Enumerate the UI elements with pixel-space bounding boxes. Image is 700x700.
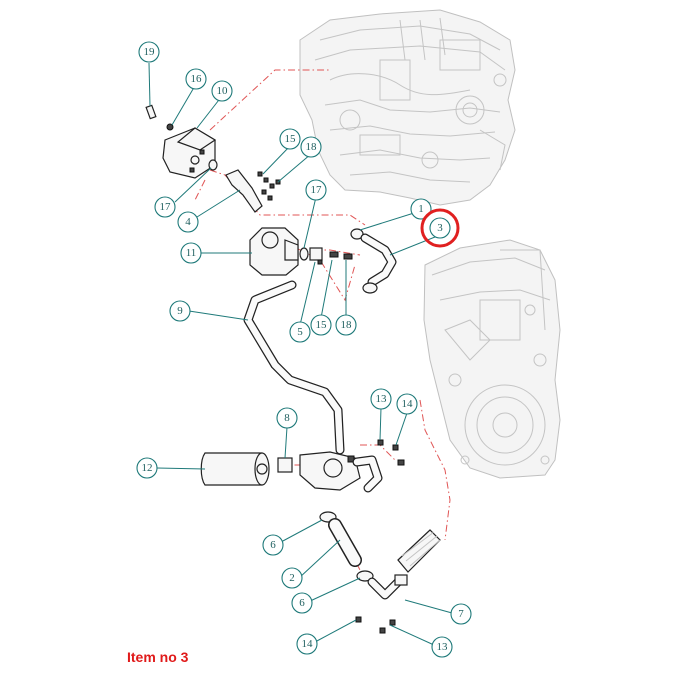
bolts-bottom [355,616,396,634]
part-2-hose [328,518,362,567]
svg-text:13: 13 [437,641,449,653]
svg-text:12: 12 [142,462,153,474]
callout-18-upper: 18 [300,136,322,158]
callout-15-upper: 15 [279,128,301,150]
transmission-housing-outline [423,239,561,479]
part-17-oring-upper [208,159,218,171]
callout-12: 12 [136,457,158,479]
svg-text:2: 2 [289,572,295,584]
part-5-fitting [299,247,323,265]
callout-3: 3 [429,217,451,239]
part-12-filter [200,452,270,486]
svg-text:6: 6 [299,597,305,609]
callout-14-lower: 14 [296,633,318,655]
callout-18-middle: 18 [335,314,357,336]
part-7-strainer [367,529,441,600]
svg-text:16: 16 [191,73,203,85]
part-9-suction-pipe [243,280,345,455]
callout-5: 5 [289,321,311,343]
svg-text:18: 18 [341,319,353,331]
item-caption: Item no 3 [127,649,189,665]
bolts-middle [329,251,353,260]
svg-text:15: 15 [316,319,328,331]
bolts-upper [257,171,281,201]
callout-7: 7 [450,603,472,625]
engine-block-outline [299,9,516,206]
part-3-elbow-pipe [360,233,397,294]
callout-19: 19 [138,41,160,63]
callout-15-middle: 15 [310,314,332,336]
callout-10: 10 [211,80,233,102]
svg-text:10: 10 [217,85,229,97]
callout-2: 2 [281,567,303,589]
part-16-nut [166,123,174,131]
svg-text:6: 6 [270,539,276,551]
callout-13-lower: 13 [431,636,453,658]
part-6-clamp-lower [356,570,374,582]
svg-text:18: 18 [306,141,318,153]
svg-text:17: 17 [311,184,323,196]
callout-14-upper: 14 [396,393,418,415]
svg-text:17: 17 [160,201,172,213]
callout-17-upper: 17 [154,196,176,218]
callout-1: 1 [410,198,432,220]
part-4-bracket [225,169,263,213]
svg-text:3: 3 [437,222,443,234]
callout-8: 8 [276,407,298,429]
callout-6-upper: 6 [262,534,284,556]
svg-text:14: 14 [402,398,414,410]
filter-head-block [299,451,383,493]
bolts-filter [377,439,405,466]
svg-text:15: 15 [285,133,297,145]
callout-13-upper: 13 [370,388,392,410]
callout-17-middle: 17 [305,179,327,201]
svg-text:8: 8 [284,412,290,424]
svg-text:13: 13 [376,393,388,405]
callout-16: 16 [185,68,207,90]
part-8-adapter [277,457,293,473]
svg-text:11: 11 [186,247,197,259]
svg-text:5: 5 [297,326,303,338]
callout-11: 11 [180,242,202,264]
highlight-ring [420,208,460,248]
callout-6-lower: 6 [291,592,313,614]
svg-text:19: 19 [144,46,156,58]
svg-text:1: 1 [418,203,424,215]
svg-text:4: 4 [185,216,191,228]
callout-4: 4 [177,211,199,233]
svg-text:14: 14 [302,638,314,650]
part-10-pump [162,127,217,179]
part-11-hydraulic-pump [249,227,299,276]
svg-text:9: 9 [177,305,183,317]
part-19-pin [145,104,157,120]
callout-9: 9 [169,300,191,322]
svg-text:7: 7 [458,608,464,620]
leader-lines [148,62,453,646]
